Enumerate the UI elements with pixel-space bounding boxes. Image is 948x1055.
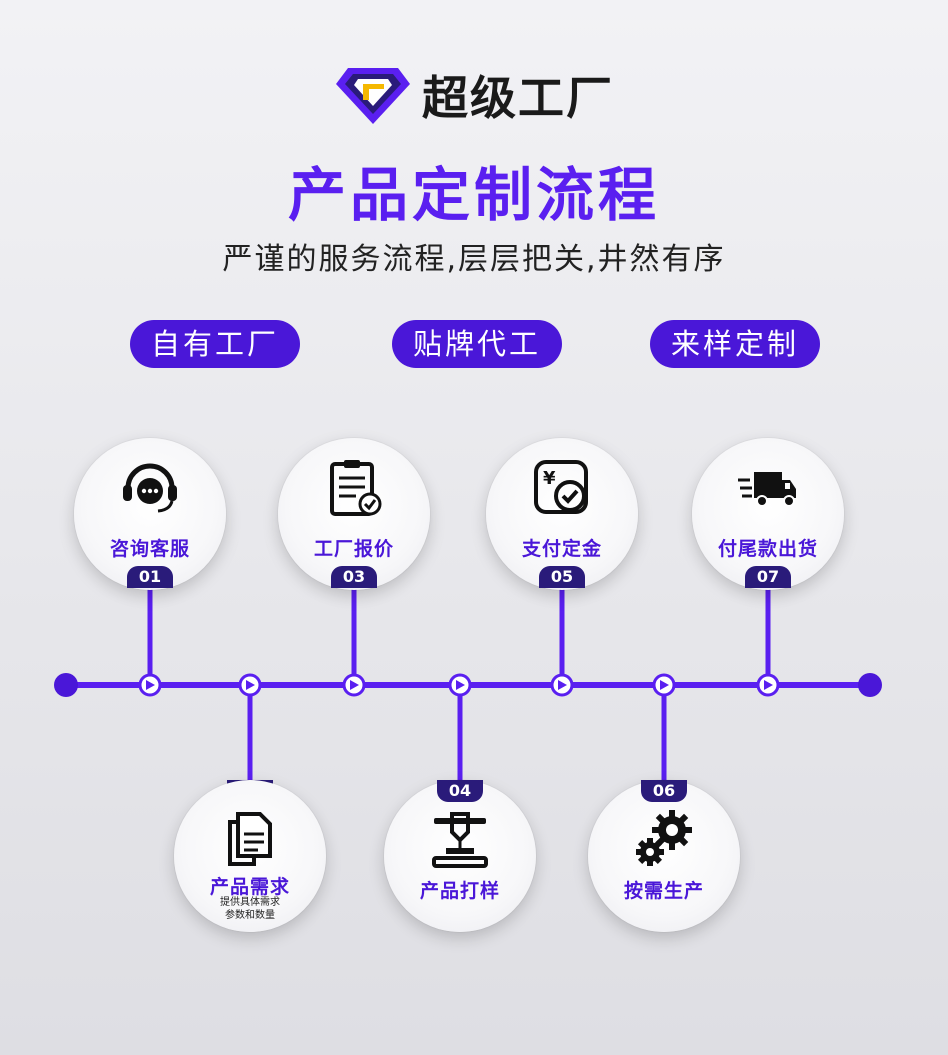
tag-own-factory: 自有工厂 — [130, 320, 300, 368]
step-06-label: 按需生产 — [623, 880, 704, 902]
step-06-number: 06 — [641, 780, 687, 802]
node-arrow-07 — [764, 680, 773, 690]
step-03-card: 工厂报价 — [278, 438, 430, 590]
step-02-label: 产品需求 — [209, 876, 290, 898]
step-04-card: 产品打样 — [384, 780, 536, 932]
yen-payment-icon: ¥ — [534, 460, 588, 514]
delivery-truck-icon — [738, 472, 796, 507]
gears-icon — [636, 810, 692, 866]
node-arrow-03 — [350, 680, 359, 690]
step-01-label: 咨询客服 — [109, 538, 190, 560]
headset-chat-icon — [123, 463, 177, 513]
diamond-logo-icon — [336, 68, 410, 124]
step-04-number: 04 — [437, 780, 483, 802]
3d-printer-icon — [432, 812, 488, 868]
node-arrow-06 — [660, 680, 669, 690]
tag-sample-custom: 来样定制 — [650, 320, 820, 368]
brand-logo: 超级工厂 — [0, 62, 948, 128]
clipboard-check-icon — [330, 460, 382, 516]
documents-icon — [228, 812, 272, 866]
step-05-number: 05 — [539, 566, 585, 588]
page-subtitle: 严谨的服务流程,层层把关,井然有序 — [222, 242, 726, 277]
step-02-note-line2: 参数和数量 — [225, 910, 275, 921]
timeline-start-dot — [54, 673, 78, 697]
node-arrow-01 — [146, 680, 155, 690]
step-03-number: 03 — [331, 566, 377, 588]
node-arrow-04 — [456, 680, 465, 690]
step-07-label: 付尾款出货 — [717, 538, 818, 560]
node-arrow-02 — [246, 680, 255, 690]
step-03-label: 工厂报价 — [313, 538, 394, 560]
step-05-label: 支付定金 — [521, 538, 602, 560]
step-02-note-line1: 提供具体需求 — [220, 897, 280, 908]
svg-text:¥: ¥ — [543, 468, 556, 489]
step-06-card: 按需生产 — [588, 780, 740, 932]
page-title: 产品定制流程 — [287, 161, 660, 229]
step-07-card: 付尾款出货 — [692, 438, 844, 590]
step-04-label: 产品打样 — [419, 880, 500, 902]
step-01-card: 咨询客服 — [74, 438, 226, 590]
node-arrow-05 — [558, 680, 567, 690]
step-02-card: 产品需求 提供具体需求 参数和数量 — [174, 780, 326, 932]
step-05-card: ¥ 支付定金 — [486, 438, 638, 590]
tag-oem: 贴牌代工 — [392, 320, 562, 368]
brand-name: 超级工厂 — [422, 71, 614, 125]
timeline-end-dot — [858, 673, 882, 697]
step-01-number: 01 — [127, 566, 173, 588]
step-07-number: 07 — [745, 566, 791, 588]
